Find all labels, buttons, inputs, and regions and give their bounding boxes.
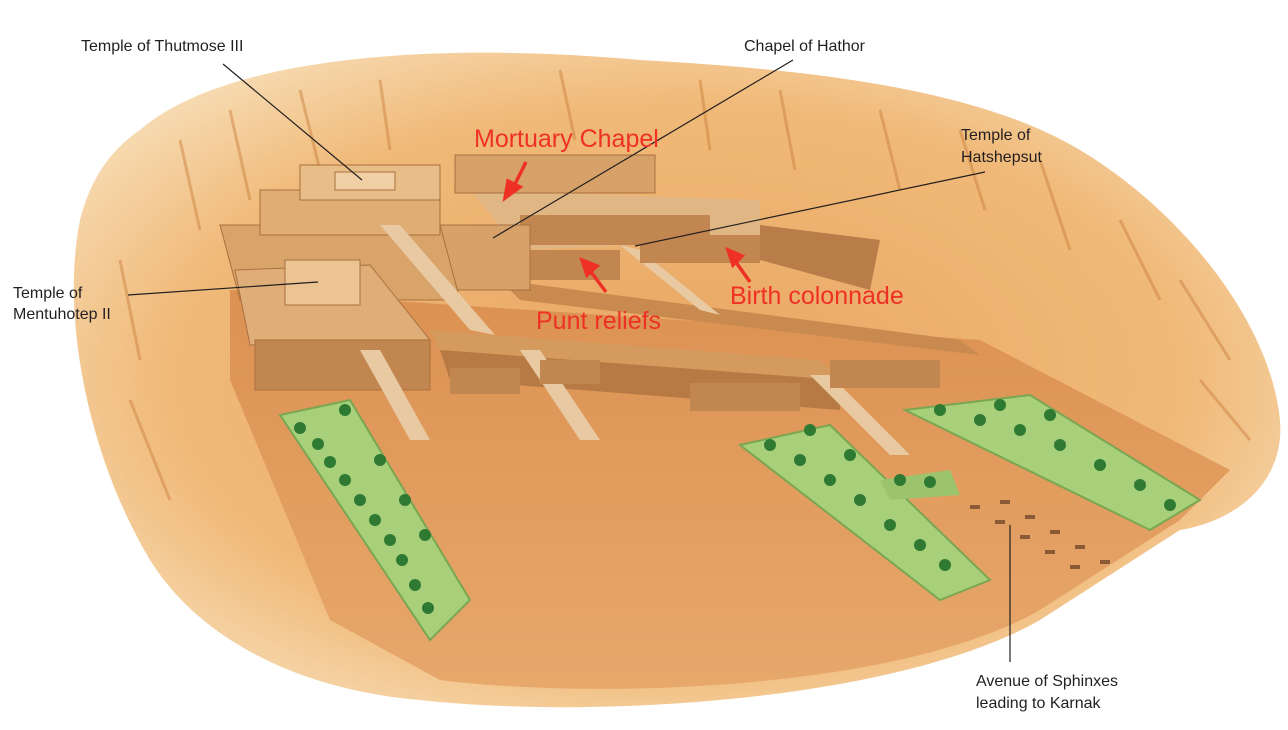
annotation-birth-colonnade: Birth colonnade	[730, 282, 904, 310]
annotation-punt-reliefs: Punt reliefs	[536, 307, 662, 335]
mentuhotep-temple	[234, 259, 432, 440]
leader-mentuhotep	[127, 281, 319, 296]
label-temple-of-hatshepsut-line2: Hatshepsut	[961, 149, 1042, 166]
label-avenue-of-sphinxes-line1: Avenue of Sphinxes	[976, 673, 1119, 690]
leader-lines	[127, 59, 1011, 662]
arrow-punt-head	[579, 256, 601, 279]
label-chapel-of-hathor: Chapel of Hathor	[744, 38, 865, 55]
leader-hathor	[492, 59, 794, 239]
label-temple-of-thutmose-iii: Temple of Thutmose III	[81, 38, 244, 55]
label-avenue-of-sphinxes-line2: leading to Karnak	[976, 695, 1101, 712]
annotation-arrows	[502, 161, 752, 294]
label-temple-of-mentuhotep-line2: Mentuhotep II	[13, 306, 111, 323]
leader-thutmose	[222, 63, 363, 181]
palm-trees	[294, 399, 1176, 614]
leader-hatshepsut	[634, 171, 986, 247]
hatshepsut-terraces	[430, 245, 980, 455]
arrow-birth-head	[725, 246, 746, 269]
arrow-mortuary-head	[502, 178, 524, 202]
label-temple-of-mentuhotep-line1: Temple of	[13, 285, 83, 302]
cliff-texture	[118, 69, 1252, 501]
annotation-mortuary-chapel: Mortuary Chapel	[474, 125, 659, 153]
upper-terrace	[434, 154, 880, 291]
sphinx-avenue	[970, 500, 1110, 569]
label-temple-of-hatshepsut-line1: Temple of	[961, 127, 1031, 144]
